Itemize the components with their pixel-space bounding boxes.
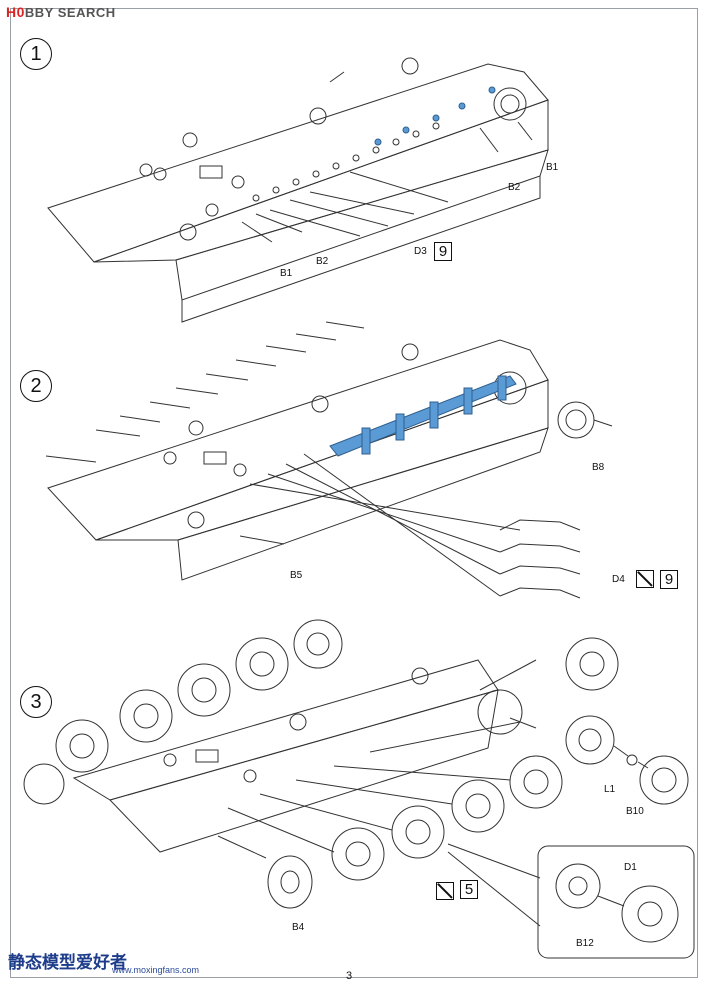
hobby-search-watermark: H0BBY SEARCH [6,4,116,20]
cut-icon [636,570,654,588]
watermark-text: BBY SEARCH [24,5,116,20]
part-label-d4: D4 [612,574,625,585]
part-label-l1: L1 [604,784,616,795]
part-label-d3: D3 [414,246,427,257]
part-label-b1-left: B1 [280,268,293,279]
part-label-b2-right: B2 [508,182,521,193]
step1-hull [47,57,549,323]
footer-watermark: 静态模型爱好者 [8,953,127,972]
step-3-number: 3 [20,686,52,718]
part-label-b1-right: B1 [546,162,559,173]
step-2-number: 2 [20,370,52,402]
part-label-b12: B12 [576,938,594,949]
part-label-d1: D1 [624,862,637,873]
part-label-b4: B4 [292,922,305,933]
part-label-b10: B10 [626,806,644,817]
highlight-parts [329,86,517,457]
footer-url: www.moxingfans.com [112,965,200,975]
page-border [10,8,698,978]
cut-icon [436,882,454,900]
runner-marker-step1: 9 [434,242,452,261]
part-label-b2-left: B2 [316,256,329,267]
runner-marker-step3: 5 [460,880,478,899]
step3-hull [23,619,695,959]
part-label-b5: B5 [290,570,303,581]
step-1-number: 1 [20,38,52,70]
watermark-logo: H0 [6,4,25,20]
step2-hull [45,321,613,599]
page-number: 3 [346,970,353,982]
part-label-b8: B8 [592,462,605,473]
runner-marker-step2: 9 [660,570,678,589]
